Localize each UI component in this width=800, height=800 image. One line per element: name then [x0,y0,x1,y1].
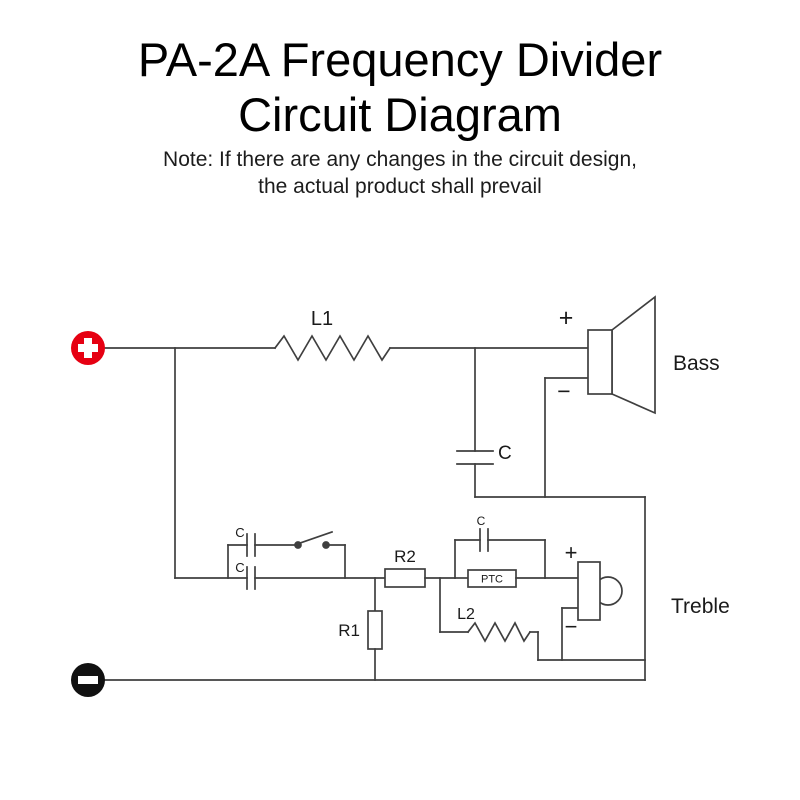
label-treble-cap: C [477,514,486,528]
resistor-r1-icon [367,610,383,650]
capacitor-select-bottom-icon [246,566,256,590]
label-sel-cap-top: C [235,525,244,540]
bass-speaker-icon [587,295,656,415]
negative-terminal-icon [71,663,105,697]
title-line-1: PA-2A Frequency Divider [137,33,663,86]
label-r2: R2 [394,547,416,566]
label-bass: Bass [673,352,720,375]
label-treble-minus: − [565,614,578,639]
resistor-r2-icon [384,568,426,588]
positive-terminal-icon [71,331,105,365]
page-note: Note: If there are any changes in the ci… [0,146,800,201]
label-r1: R1 [338,621,360,640]
label-ptc: PTC [481,574,503,586]
label-l1: L1 [311,308,333,330]
capacitor-select-top-icon [246,533,256,557]
label-sel-cap-bottom: C [235,560,244,575]
page-title: PA-2A Frequency Divider Circuit Diagram [0,32,800,143]
title-line-2: Circuit Diagram [238,88,562,142]
inductor-l2-icon [466,621,532,643]
note-line-2: the actual product shall prevail [258,175,542,199]
label-l2: L2 [457,606,475,623]
label-bass-minus: − [557,378,570,404]
label-bass-cap: C [498,443,512,464]
circuit-wires [104,295,656,681]
capacitor-bass-icon [456,450,494,465]
note-line-1: Note: If there are any changes in the ci… [163,148,637,171]
label-treble: Treble [671,595,730,618]
inductor-l1-icon [273,334,392,362]
label-treble-plus: + [565,540,578,565]
capacitor-treble-icon [479,528,489,552]
treble-speaker-icon [577,561,623,621]
label-bass-plus: + [559,304,574,332]
